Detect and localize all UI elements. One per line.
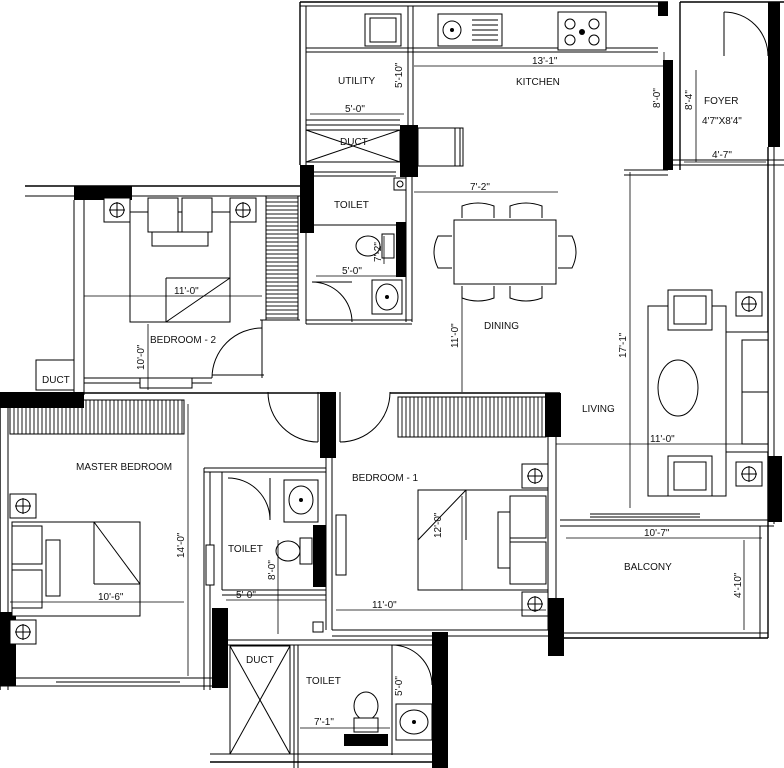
label-bedroom1: BEDROOM - 1 <box>352 473 419 484</box>
dim-kitchen-width: 13'-1" <box>532 56 558 67</box>
dim-toilet-mid-height: 8'-0" <box>267 560 278 580</box>
dim-living-height: 17'-1" <box>618 332 629 358</box>
dim-dining-height: 11'-0" <box>450 323 461 348</box>
label-kitchen: KITCHEN <box>516 77 560 88</box>
dim-kitchen-height: 8'-0" <box>652 88 663 108</box>
dim-toilet-top-height: 7'-2" <box>373 242 384 262</box>
label-master-bedroom: MASTER BEDROOM <box>76 462 172 473</box>
dim-foyer-width: 4'-7" <box>712 150 732 161</box>
toilet-mid-fixtures <box>205 479 319 586</box>
label-balcony: BALCONY <box>624 562 672 573</box>
dim-balcony-width: 10'-7" <box>644 528 670 539</box>
label-toilet-top: TOILET <box>334 200 369 211</box>
dimension-lines <box>10 12 768 729</box>
dim-foyer-height: 8'-4" <box>684 90 695 110</box>
bedroom1-bed <box>335 463 549 617</box>
dim-utility-height: 5'-10" <box>394 62 405 88</box>
room-labels: UTILITY KITCHEN FOYER 4'7"X8'4" DUCT TOI… <box>42 76 742 687</box>
label-dining: DINING <box>484 321 519 332</box>
living-furniture <box>647 289 769 497</box>
label-toilet-bottom: TOILET <box>306 676 341 687</box>
label-toilet-mid: TOILET <box>228 544 263 555</box>
dim-balcony-height: 4'-10" <box>733 572 744 598</box>
dim-bedroom2-height: 10'-0" <box>136 344 147 370</box>
toilet-bottom-fixtures <box>353 691 433 741</box>
toilet-top-fixtures <box>355 177 407 315</box>
dim-toilet-bottom-width: 7'-1" <box>314 717 334 728</box>
dim-toilet-bottom-height: 5'-0" <box>394 676 405 696</box>
bedroom2-bed <box>103 197 257 389</box>
dim-bedroom2-width: 11'-0" <box>174 286 199 297</box>
dining-table <box>433 202 577 302</box>
label-foyer-size: 4'7"X8'4" <box>702 116 742 127</box>
dim-toilet-mid-width: 5'-0" <box>236 590 256 601</box>
dim-toilet-top-width: 5'-0" <box>342 266 362 277</box>
label-bedroom2: BEDROOM - 2 <box>150 335 217 346</box>
label-duct-bottom: DUCT <box>246 655 274 666</box>
dim-master-height: 14'-0" <box>176 532 187 558</box>
dim-dining-width: 7'-2" <box>470 182 490 193</box>
kitchen-fixtures <box>364 11 607 51</box>
dimension-labels: 13'-1" 5'-10" 8'-0" 8'-4" 5'-0" 4'-7" 7'… <box>98 56 744 728</box>
master-bed <box>9 493 141 645</box>
dim-living-width: 11'-0" <box>650 434 675 445</box>
dim-bedroom1-width: 11'-0" <box>372 600 397 611</box>
label-duct-top: DUCT <box>340 137 368 148</box>
dim-bedroom1-height: 12'-0" <box>433 512 444 538</box>
wardrobes <box>9 195 547 438</box>
label-foyer: FOYER <box>704 96 738 107</box>
label-utility: UTILITY <box>338 76 376 87</box>
label-living: LIVING <box>582 404 615 415</box>
dim-utility-width: 5'-0" <box>345 104 365 115</box>
label-duct-left: DUCT <box>42 375 70 386</box>
dim-master-width: 10'-6" <box>98 592 124 603</box>
